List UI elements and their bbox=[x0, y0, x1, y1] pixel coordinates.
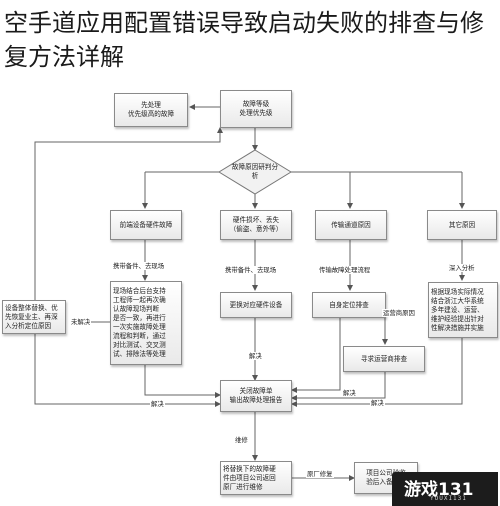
page-title: 空手道应用配置错误导致启动失败的排查与修复方法详解 bbox=[4, 9, 484, 71]
flowchart-connectors bbox=[34, 104, 465, 481]
operator-check-box: 寻求运营商排查 bbox=[343, 346, 425, 372]
field-analysis-box: 根据现场实际情况 结合浙江大华系统 多年建设、运营、 维护经验提出针对 性解决措… bbox=[428, 282, 498, 338]
unsolved-label: 未解决 bbox=[70, 318, 92, 326]
solved-center-label: 解决 bbox=[248, 352, 263, 360]
repair-label: 维修 bbox=[234, 436, 249, 444]
first-handle-box: 先处理 优先级高的故障 bbox=[114, 93, 188, 127]
vendor-repair-label: 原厂修复 bbox=[306, 470, 334, 478]
carry-label-1: 携带备件、去现场 bbox=[112, 262, 166, 270]
transport-box: 传输通道原因 bbox=[315, 210, 387, 240]
watermark-logo-subtext: YOUXI131 bbox=[430, 495, 467, 502]
watermark-badge bbox=[392, 472, 498, 506]
send-repair-box: 将替换下的故障硬 件由项目公司返回 原厂进行维修 bbox=[220, 461, 292, 495]
hardware-damage-box: 硬件损坏、丢失 （偷盗、意外等） bbox=[220, 210, 292, 240]
whole-replace-box: 设备整体替换、优 先恢复业主、再深 入分析定位原因 bbox=[2, 300, 66, 334]
onsite-process-box: 现场结合后台支持 工程师一起再次确 认故障现场判断 是否一致，再进行 一次实施故… bbox=[110, 281, 182, 365]
other-reason-box: 其它原因 bbox=[427, 210, 497, 240]
self-locate-box: 自身定位排查 bbox=[312, 292, 386, 318]
diamond-label: 故障原因研判分 析 bbox=[231, 163, 279, 180]
deep-analysis-label: 深入分析 bbox=[448, 264, 476, 272]
transfer-label: 传输故障处理流程 bbox=[318, 266, 372, 274]
carry-label-2: 携带备件、去现场 bbox=[224, 266, 278, 274]
watermark-logo-text: 游戏131 bbox=[404, 480, 474, 500]
fault-level-box: 故障等级 处理优先级 bbox=[220, 90, 292, 128]
frontend-fault-box: 前端设备硬件故障 bbox=[110, 210, 182, 240]
solved-left-label: 解决 bbox=[150, 400, 165, 408]
solved-a-label: 解决 bbox=[370, 399, 385, 407]
operator-reason-label: 运营商原因 bbox=[382, 309, 416, 317]
close-ticket-box: 关闭故障单 输出故障处理报告 bbox=[220, 380, 292, 412]
replace-hardware-box: 更换对应硬件设备 bbox=[220, 292, 292, 318]
solved-right-label: 解决 bbox=[342, 389, 357, 397]
